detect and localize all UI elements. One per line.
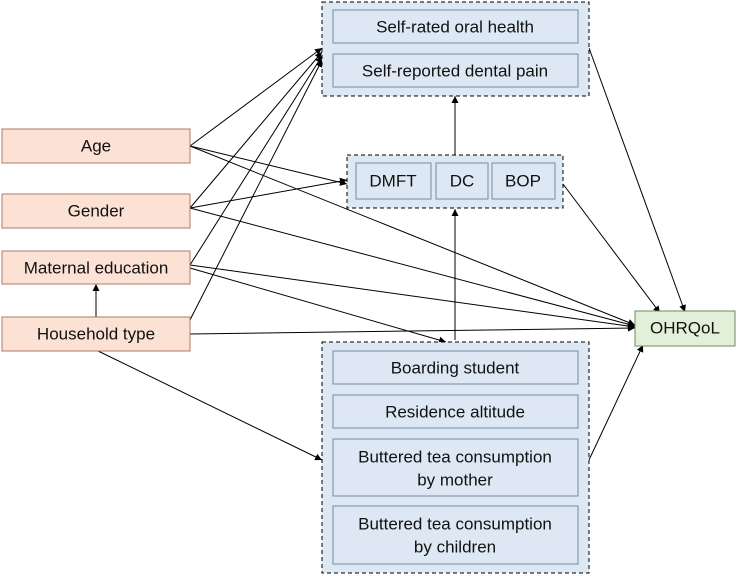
node-bop-box bbox=[491, 162, 556, 200]
arrow-maternal-to-context-group bbox=[189, 267, 447, 344]
node-self-rated-oral-health: Self-rated oral health bbox=[376, 18, 534, 37]
selfreport-group: Self-rated oral health Self-reported den… bbox=[321, 1, 590, 97]
arrow-age-to-selfreport-group bbox=[189, 47, 323, 147]
arrows bbox=[92, 47, 686, 461]
arrow-clinical-group-to-ohrqol bbox=[562, 183, 661, 314]
arrow-selfreport-group-to-ohrqol bbox=[588, 47, 686, 313]
arrow-gender-to-clinical-group bbox=[189, 177, 348, 209]
arrow-context-group-to-ohrqol bbox=[588, 344, 644, 461]
node-maternal-education: Maternal education bbox=[24, 259, 169, 278]
node-boarding-student-box bbox=[332, 350, 579, 385]
node-age-box bbox=[1, 128, 191, 164]
arrow-maternal-to-ohrqol bbox=[189, 264, 636, 330]
clinical-group: DMFT DC BOP bbox=[346, 154, 564, 209]
node-gender: Gender bbox=[68, 202, 125, 221]
arrow-household-to-context-group bbox=[95, 349, 323, 461]
node-buttered-tea-mother-line1: Buttered tea consumption bbox=[358, 448, 552, 467]
arrow-gender-to-ohrqol bbox=[189, 207, 636, 328]
node-boarding-student: Boarding student bbox=[391, 359, 520, 378]
node-buttered-tea-children-box bbox=[332, 505, 579, 565]
node-household-type-box bbox=[1, 316, 191, 352]
node-maternal-education-box bbox=[1, 250, 191, 285]
node-residence-altitude-box bbox=[332, 394, 579, 429]
arrow-maternal-to-selfreport-group bbox=[189, 55, 323, 266]
node-self-reported-dental-pain: Self-reported dental pain bbox=[362, 62, 548, 81]
context-group: Boarding student Residence altitude Butt… bbox=[321, 341, 590, 574]
arrow-household-to-ohrqol bbox=[189, 324, 636, 335]
arrow-age-to-ohrqol bbox=[189, 145, 636, 326]
arrow-age-to-clinical-group bbox=[189, 145, 348, 186]
node-dmft: DMFT bbox=[369, 172, 416, 191]
node-ohrqol: OHRQoL bbox=[650, 319, 720, 338]
node-buttered-tea-children-line2: by children bbox=[414, 538, 496, 557]
exposure-nodes: Age Gender Maternal education Household … bbox=[1, 128, 191, 352]
node-dc-box bbox=[435, 162, 489, 200]
node-ohrqol-box bbox=[634, 310, 736, 347]
node-age: Age bbox=[81, 137, 111, 156]
node-self-reported-dental-pain-box bbox=[332, 53, 579, 88]
node-bop: BOP bbox=[505, 172, 541, 191]
node-buttered-tea-mother-line2: by mother bbox=[417, 471, 493, 490]
node-household-type: Household type bbox=[37, 325, 155, 344]
node-dc: DC bbox=[450, 172, 475, 191]
node-gender-box bbox=[1, 193, 191, 229]
node-self-rated-oral-health-box bbox=[332, 9, 579, 44]
node-residence-altitude: Residence altitude bbox=[385, 403, 525, 422]
arrow-gender-to-selfreport-group bbox=[189, 51, 323, 209]
outcome-node: OHRQoL bbox=[634, 310, 736, 347]
node-buttered-tea-mother-box bbox=[332, 438, 579, 497]
arrow-household-to-selfreport-group bbox=[189, 59, 323, 321]
node-dmft-box bbox=[355, 162, 432, 200]
node-buttered-tea-children-line1: Buttered tea consumption bbox=[358, 515, 552, 534]
